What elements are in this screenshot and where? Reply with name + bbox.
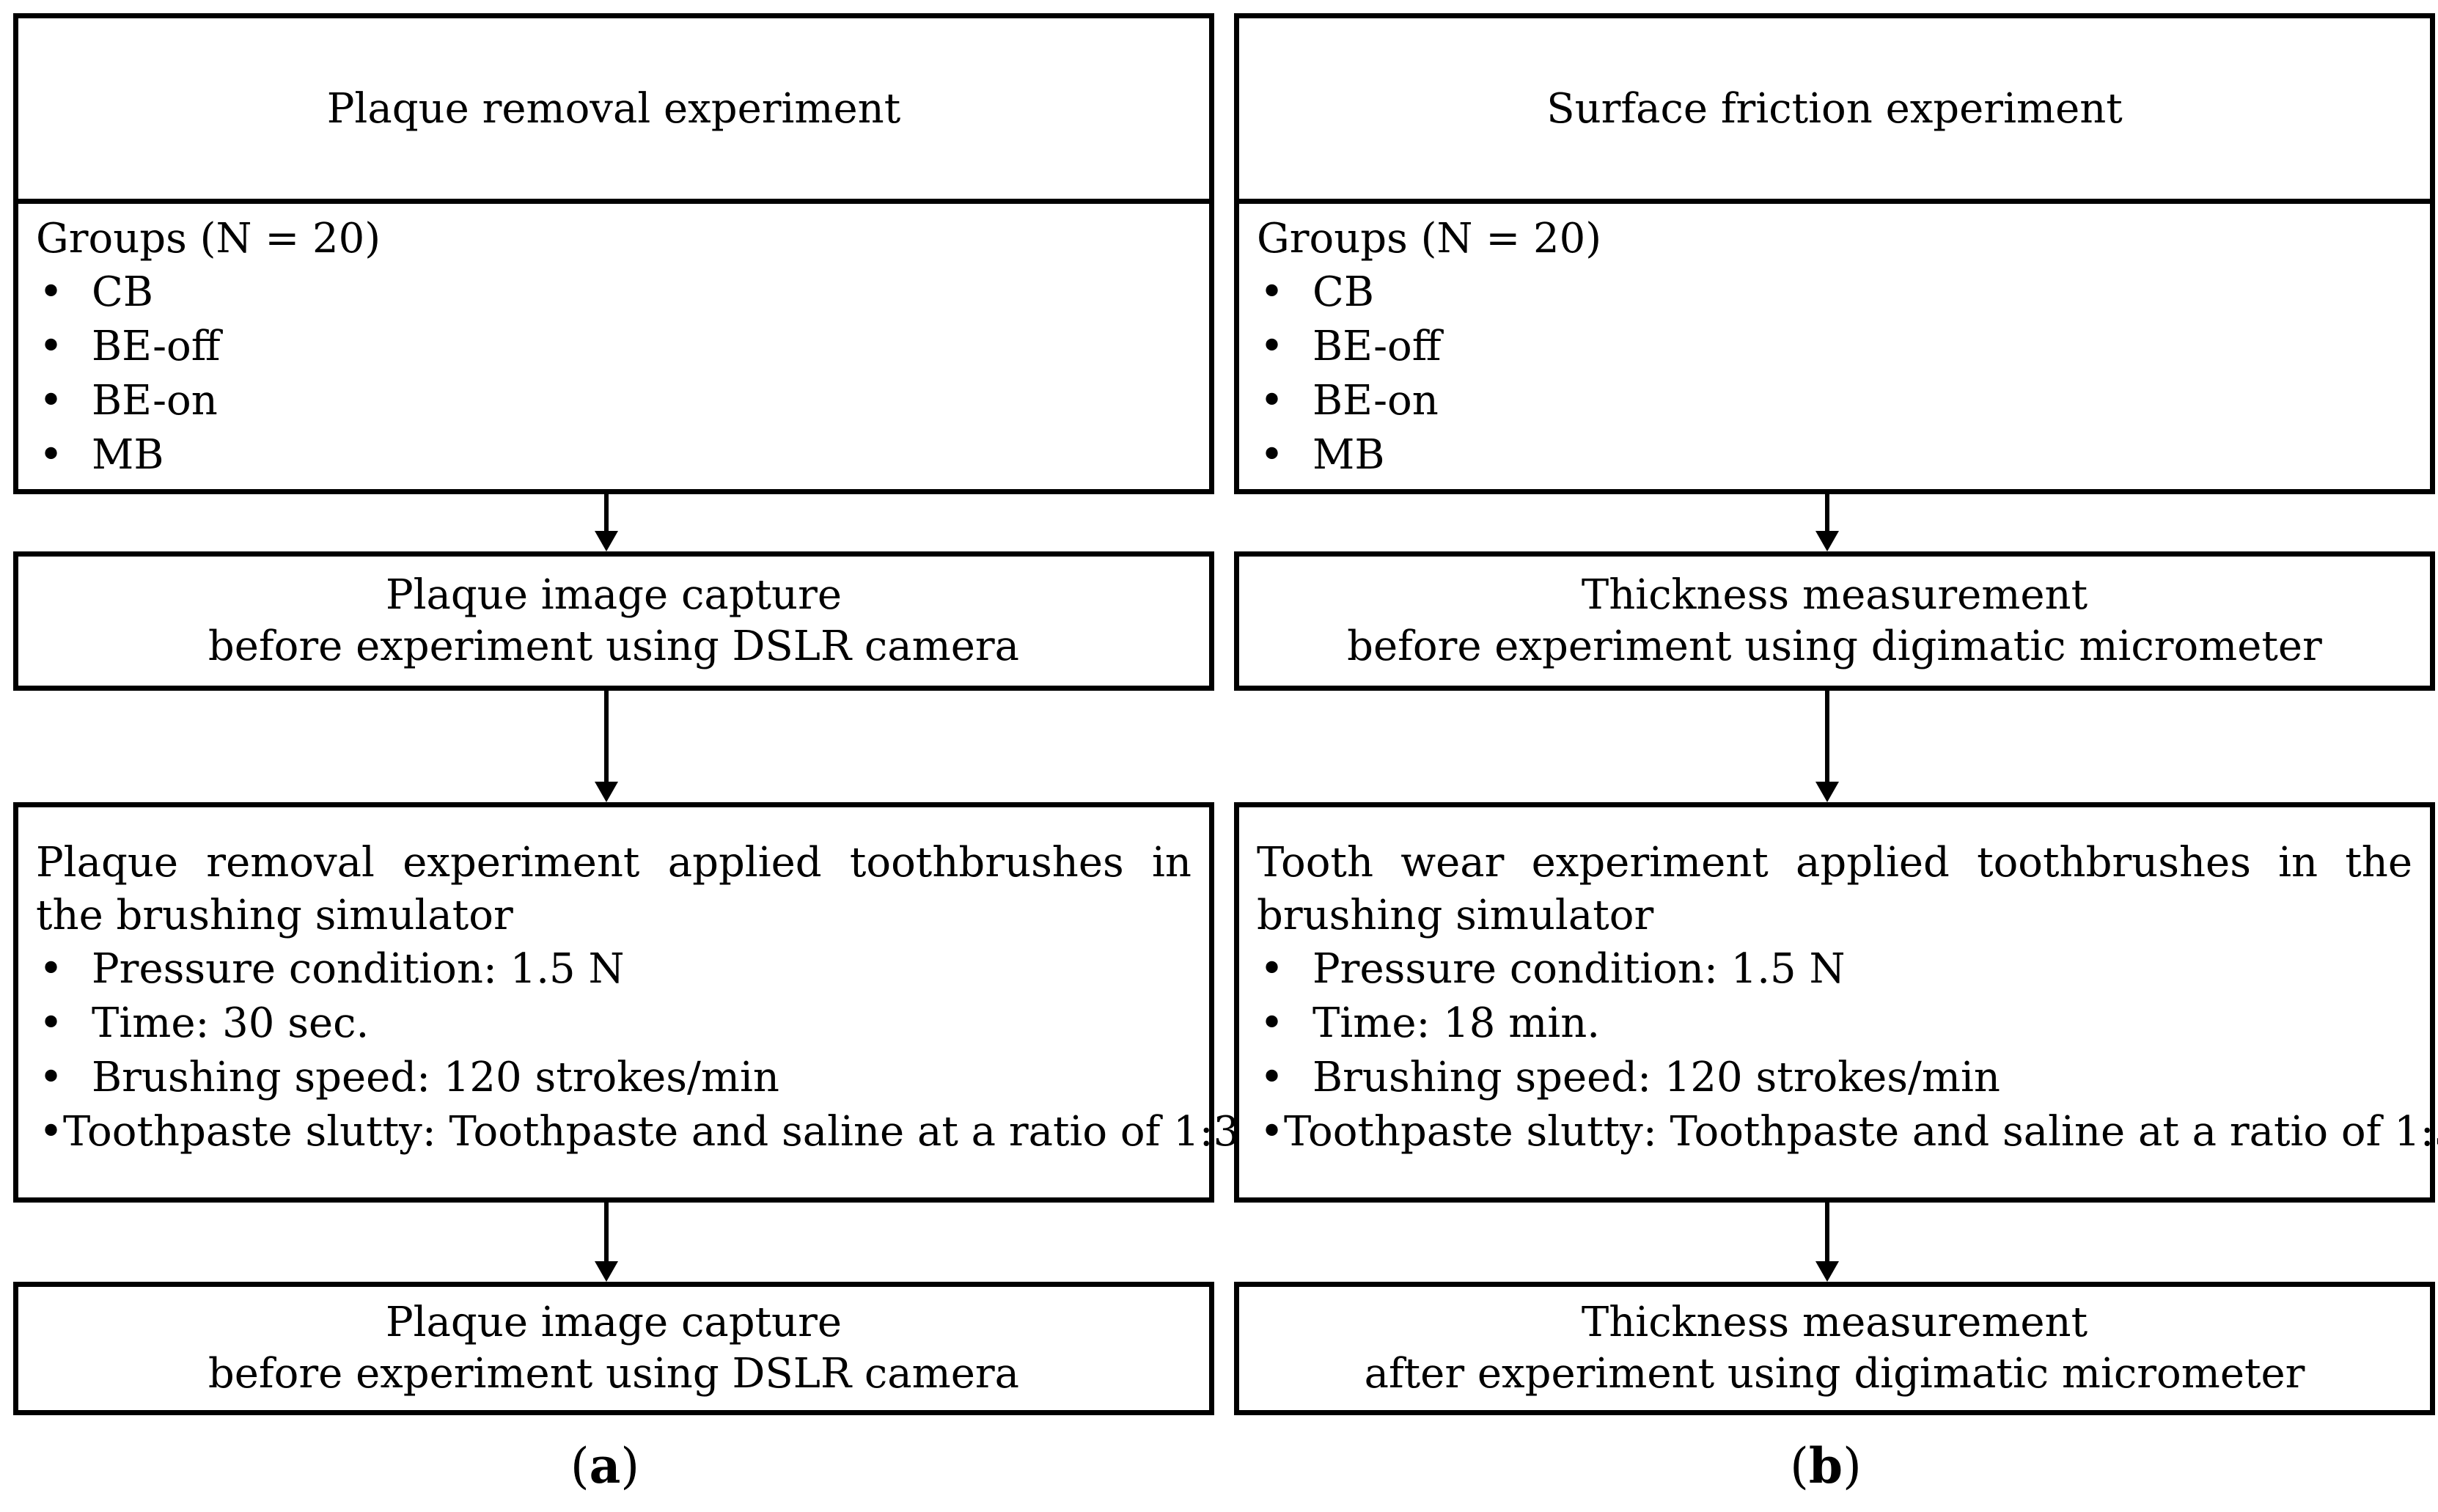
panel-title-box: Surface friction experiment: [1234, 13, 2435, 204]
group-item: •BE-on: [1260, 377, 1439, 425]
group-item: •MB: [39, 431, 164, 479]
after-step-line1: Plaque image capture: [385, 1299, 842, 1346]
before-step-line1: Thickness measurement: [1581, 571, 2088, 619]
groups-header: Groups (N = 20): [1257, 215, 1602, 263]
flow-arrow: [595, 494, 618, 551]
group-item: •CB: [39, 268, 153, 316]
panel-title: Surface friction experiment: [1546, 84, 2123, 133]
condition-item: •Toothpaste slutty: Toothpaste and salin…: [1260, 1108, 2438, 1156]
condition-item: •Brushing speed: 120 strokes/min: [39, 1054, 779, 1101]
flow-arrow: [595, 1203, 618, 1282]
after-step-line1: Thickness measurement: [1581, 1299, 2088, 1346]
flow-arrow: [1815, 494, 1839, 551]
after-step-line2: after experiment using digimatic microme…: [1364, 1350, 2305, 1398]
panel-title-box: Plaque removal experiment: [13, 13, 1214, 204]
flow-arrow: [595, 691, 618, 802]
group-item: •BE-on: [39, 377, 218, 425]
condition-item: •Time: 30 sec.: [39, 999, 370, 1047]
panel-caption: (b): [1790, 1437, 1862, 1494]
group-item: •BE-off: [1260, 323, 1442, 370]
condition-item: •Pressure condition: 1.5 N: [39, 945, 625, 993]
condition-item: •Toothpaste slutty: Toothpaste and salin…: [39, 1108, 1240, 1156]
before-step-line1: Plaque image capture: [385, 571, 842, 619]
condition-item: •Pressure condition: 1.5 N: [1260, 945, 1846, 993]
panel-title: Plaque removal experiment: [326, 84, 901, 133]
groups-box: Groups (N = 20) •CB •BE-off •BE-on •MB: [1234, 199, 2435, 494]
after-step-box: Thickness measurement after experiment u…: [1234, 1282, 2435, 1415]
experiment-intro: Tooth wear experiment applied toothbrush…: [1257, 839, 2412, 939]
experiment-intro: Plaque removal experiment applied toothb…: [36, 839, 1192, 939]
group-item: •BE-off: [39, 323, 221, 370]
condition-item: •Brushing speed: 120 strokes/min: [1260, 1054, 2000, 1101]
panel-b: Surface friction experiment Groups (N = …: [1221, 0, 2438, 1512]
groups-box: Groups (N = 20) •CB •BE-off •BE-on •MB: [13, 199, 1214, 494]
flow-arrow: [1815, 1203, 1839, 1282]
condition-item: •Time: 18 min.: [1260, 999, 1601, 1047]
group-item: •MB: [1260, 431, 1385, 479]
after-step-line2: before experiment using DSLR camera: [208, 1350, 1020, 1398]
before-step-line2: before experiment using digimatic microm…: [1347, 623, 2322, 670]
group-item: •CB: [1260, 268, 1374, 316]
before-step-line2: before experiment using DSLR camera: [208, 623, 1020, 670]
groups-header: Groups (N = 20): [36, 215, 381, 263]
experiment-box: Plaque removal experiment applied toothb…: [13, 802, 1240, 1203]
panel-caption: (a): [570, 1437, 640, 1494]
panel-a: Plaque removal experiment Groups (N = 20…: [0, 0, 1239, 1512]
before-step-box: Plaque image capture before experiment u…: [13, 551, 1214, 691]
before-step-box: Thickness measurement before experiment …: [1234, 551, 2435, 691]
flow-arrow: [1815, 691, 1839, 802]
experiment-box: Tooth wear experiment applied toothbrush…: [1234, 802, 2438, 1203]
after-step-box: Plaque image capture before experiment u…: [13, 1282, 1214, 1415]
